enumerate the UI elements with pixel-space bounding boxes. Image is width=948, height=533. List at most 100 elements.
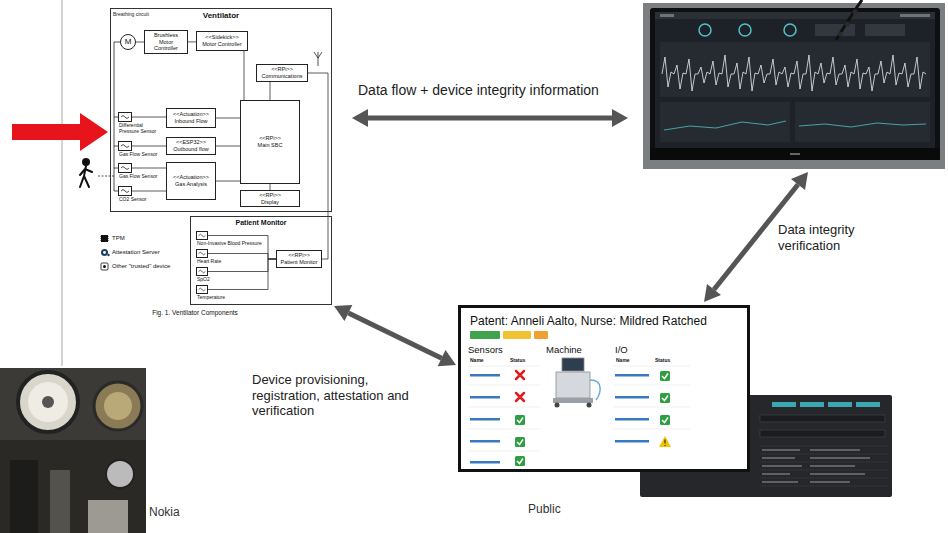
sensor-wave-symbol xyxy=(199,270,206,273)
dashboard-back-panel xyxy=(800,402,824,407)
double-arrow-line xyxy=(348,313,441,358)
dashboard-back-panel xyxy=(760,446,888,486)
wire xyxy=(216,118,240,119)
trusted-device-icon xyxy=(103,265,106,268)
breathing-circuit xyxy=(98,42,120,191)
box-text: Motor Controller xyxy=(202,41,241,48)
sensor-label: Heart Rate xyxy=(197,258,221,264)
box-text: Brushless Motor Controller xyxy=(147,32,185,52)
wire-line xyxy=(132,117,166,118)
hardware-photo xyxy=(94,382,142,430)
dashboard-back-panel xyxy=(856,402,880,407)
sensor-icon: Heart Rate xyxy=(196,249,208,258)
wire-line xyxy=(188,41,196,42)
tpm-chip-icon xyxy=(100,237,109,241)
sensor-icon: Gas Flow Sensor xyxy=(118,163,132,173)
warning-icon xyxy=(659,436,671,447)
box-text: <<RPi>> xyxy=(259,192,281,199)
ok-check-icon xyxy=(515,371,670,466)
io-name-bars xyxy=(615,418,649,421)
sensor-name-bars xyxy=(470,418,500,421)
box-text: Main SBC xyxy=(258,142,283,149)
hardware-photo xyxy=(10,460,38,533)
ventilator-machine-picture xyxy=(562,358,584,371)
attestation-server-icon xyxy=(101,249,110,256)
table-header: Name xyxy=(470,357,484,363)
wire-line xyxy=(132,191,166,192)
big-arrow-data-flow xyxy=(612,109,628,127)
hardware-photo xyxy=(88,500,128,533)
trusted-device-icon xyxy=(101,263,108,270)
fail-cross-icon xyxy=(516,371,524,379)
ok-check-icon xyxy=(515,415,525,425)
sensor-name-bars xyxy=(470,396,500,399)
ventilator-machine-picture xyxy=(590,380,600,400)
slide-edge xyxy=(61,0,63,366)
monitor-photo xyxy=(664,121,786,130)
attestation-server-icon xyxy=(101,249,108,256)
status-tags xyxy=(503,331,531,339)
sensor-name-bars xyxy=(470,461,500,464)
status-tags xyxy=(470,331,548,339)
wire-line xyxy=(132,146,166,147)
wire xyxy=(244,51,245,100)
sensor-wave-symbol xyxy=(119,142,131,150)
table-header: Name xyxy=(616,357,630,363)
sensor-name-bars xyxy=(470,440,500,443)
monitor-photo xyxy=(795,102,930,142)
sensor-name-bars xyxy=(470,374,500,464)
sensor-wave-symbol xyxy=(199,288,206,291)
part-label: Breathing circuit xyxy=(113,11,149,17)
warning-icon xyxy=(665,440,666,447)
monitor-photo xyxy=(865,24,905,36)
sensor-icon: Differential Pressure Sensor xyxy=(118,112,132,122)
table-rules xyxy=(468,366,690,451)
wire xyxy=(188,41,196,42)
wire-line xyxy=(216,181,240,182)
wire xyxy=(136,42,144,43)
wire xyxy=(270,82,271,100)
ok-check-icon xyxy=(660,415,670,425)
hardware-photo xyxy=(50,470,70,533)
rpi-box: <<RPi>>Patient Monitor xyxy=(276,250,322,268)
box-text: <<RPi>> xyxy=(259,135,281,142)
hardware-photo xyxy=(0,368,146,533)
monitor-photo xyxy=(853,10,858,15)
status-tags xyxy=(534,331,548,339)
wire-line xyxy=(132,168,166,169)
breathing-circuit xyxy=(98,176,114,177)
panel-caption: Public xyxy=(528,502,561,516)
sensor-label: Non-Invasive Blood Pressure xyxy=(197,240,262,246)
ventilator-machine-picture xyxy=(553,358,600,408)
trusted-device-icon xyxy=(101,263,108,270)
hardware-photo xyxy=(0,368,146,533)
monitor-photo xyxy=(845,22,850,27)
sensor-wave-symbol xyxy=(121,167,129,170)
sensor-wave-symbol xyxy=(121,116,129,119)
big-arrow-data-flow xyxy=(368,116,612,121)
arrow-head xyxy=(438,350,456,366)
dashboard-back-panel xyxy=(760,415,885,422)
box-text: <<RPi>> xyxy=(271,66,293,73)
table-rules xyxy=(468,366,540,451)
dashboard-back-panel xyxy=(762,450,870,482)
tpm-chip-icon xyxy=(101,235,108,242)
actuation-box: <<Actuation>>Gas Analysis xyxy=(166,162,216,200)
source-note: Nokia xyxy=(149,505,180,519)
ventilator-machine-picture xyxy=(587,403,592,408)
wire xyxy=(308,73,328,259)
io-name-bars xyxy=(615,374,649,443)
sensor-wave-symbol xyxy=(121,145,129,148)
sensor-wave-symbol xyxy=(197,250,207,257)
ventilator-enclosure: VentilatorMBrushless Motor Controller<<S… xyxy=(110,8,332,212)
status-tags xyxy=(470,331,500,339)
sensor-wave-symbol xyxy=(197,286,207,293)
ok-check-icon xyxy=(660,371,670,381)
box-text: <<Actuation>> xyxy=(173,174,209,181)
io-name-bars xyxy=(615,440,649,443)
box-text: <<ESP32>> xyxy=(176,139,206,146)
ok-check-icon xyxy=(660,393,670,403)
sensor-icon: Non-Invasive Blood Pressure xyxy=(196,231,208,240)
sensor-icon: Gas Flow Sensor xyxy=(118,141,132,151)
